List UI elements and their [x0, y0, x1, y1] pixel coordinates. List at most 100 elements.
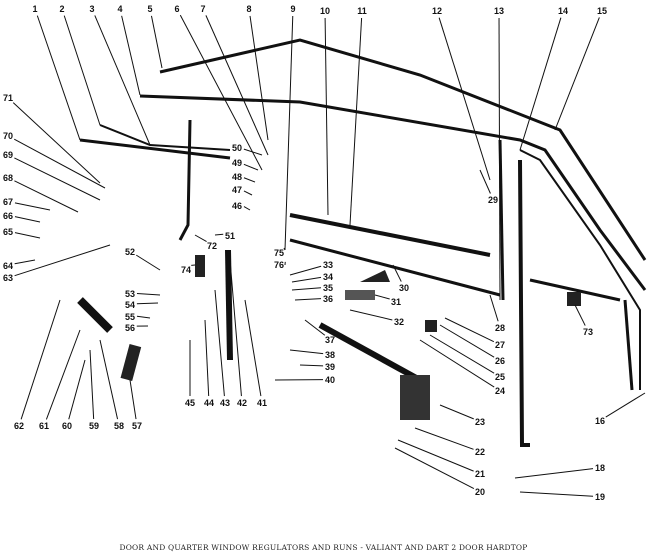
callout-number: 28: [495, 323, 505, 333]
callout-5: 5: [147, 4, 163, 69]
callout-number: 42: [237, 398, 247, 408]
callout-number: 39: [325, 362, 335, 372]
callout-number: 48: [232, 172, 242, 182]
callout-number: 15: [597, 6, 607, 16]
callout-number: 55: [125, 312, 135, 322]
callout-44: 44: [204, 319, 214, 408]
callout-14: 14: [519, 6, 568, 151]
callout-number: 57: [132, 421, 142, 431]
handle: [120, 344, 142, 381]
leader-line: [374, 294, 390, 300]
callout-68: 68: [3, 173, 79, 213]
callout-53: 53: [125, 289, 161, 299]
callout-3: 3: [89, 4, 151, 146]
callout-57: 57: [129, 379, 142, 431]
callout-45: 45: [185, 340, 195, 408]
callout-number: 13: [494, 6, 504, 16]
leader-line: [99, 339, 119, 420]
leader-line: [489, 294, 499, 322]
leader-line: [414, 427, 474, 450]
callout-number: 71: [3, 93, 13, 103]
callout-73: 73: [574, 304, 593, 337]
callout-number: 74: [181, 265, 191, 275]
leader-line: [304, 319, 326, 336]
callout-number: 54: [125, 300, 135, 310]
callout-20: 20: [394, 447, 485, 497]
leader-line: [243, 148, 263, 156]
callout-number: 76: [274, 260, 284, 270]
callout-11: 11: [349, 6, 367, 226]
leader-line: [349, 309, 393, 321]
callout-number: 61: [39, 421, 49, 431]
callout-number: 65: [3, 227, 13, 237]
bracket-30: [360, 270, 390, 282]
leader-line: [514, 468, 594, 479]
callout-62: 62: [14, 299, 61, 431]
leader-line: [68, 359, 86, 420]
door-glass-frame: [519, 149, 641, 390]
callout-number: 72: [207, 241, 217, 251]
leader-line: [324, 17, 329, 216]
callout-63: 63: [3, 244, 111, 283]
leader-line: [14, 259, 36, 265]
callout-number: 33: [323, 260, 333, 270]
callout-number: 9: [290, 4, 295, 14]
leader-line: [479, 169, 491, 194]
callout-21: 21: [397, 439, 485, 479]
callout-12: 12: [432, 6, 491, 181]
callout-56: 56: [125, 323, 149, 333]
leader-line: [605, 392, 646, 418]
callout-71: 71: [3, 93, 101, 184]
callout-number: 34: [323, 272, 333, 282]
callout-number: 69: [3, 150, 13, 160]
leader-line: [243, 177, 256, 183]
callout-27: 27: [444, 317, 505, 350]
callout-2: 2: [59, 4, 101, 126]
callout-number: 52: [125, 247, 135, 257]
callout-number: 68: [3, 173, 13, 183]
callout-50: 50: [232, 143, 263, 156]
callout-number: 8: [246, 4, 251, 14]
callout-number: 56: [125, 323, 135, 333]
leader-line: [419, 339, 495, 388]
leader-line: [244, 299, 262, 397]
leader-line: [289, 265, 322, 276]
callout-65: 65: [3, 227, 41, 239]
callout-8: 8: [246, 4, 269, 141]
callout-32: 32: [349, 309, 404, 327]
callout-number: 20: [475, 487, 485, 497]
callout-number: 64: [3, 261, 13, 271]
callout-49: 49: [232, 158, 259, 171]
leader-line: [294, 298, 322, 301]
callout-15: 15: [554, 6, 607, 131]
callout-19: 19: [519, 491, 605, 502]
callout-number: 58: [114, 421, 124, 431]
callout-10: 10: [320, 6, 330, 216]
callout-25: 25: [429, 334, 505, 382]
leader-line: [121, 15, 141, 96]
leader-line: [136, 302, 159, 305]
callout-number: 45: [185, 398, 195, 408]
callout-number: 19: [595, 492, 605, 502]
callout-number: 1: [32, 4, 37, 14]
leader-line: [20, 299, 61, 420]
bracket-31: [345, 290, 375, 300]
callout-52: 52: [125, 247, 161, 271]
callout-number: 50: [232, 143, 242, 153]
callout-75: 75: [274, 247, 286, 258]
callout-22: 22: [414, 427, 485, 457]
callout-35: 35: [291, 283, 333, 293]
leader-line: [14, 232, 41, 239]
lower-belt-strip: [289, 213, 491, 257]
regulator-arm: [318, 322, 422, 383]
leader-line: [229, 259, 242, 397]
callout-number: 10: [320, 6, 330, 16]
callout-40: 40: [274, 375, 335, 385]
leader-line: [439, 324, 495, 358]
leader-line: [243, 206, 251, 211]
leader-line: [291, 276, 322, 283]
leader-line: [249, 15, 269, 141]
callout-number: 11: [357, 6, 367, 16]
leader-line: [204, 319, 210, 397]
callout-number: 59: [89, 421, 99, 431]
